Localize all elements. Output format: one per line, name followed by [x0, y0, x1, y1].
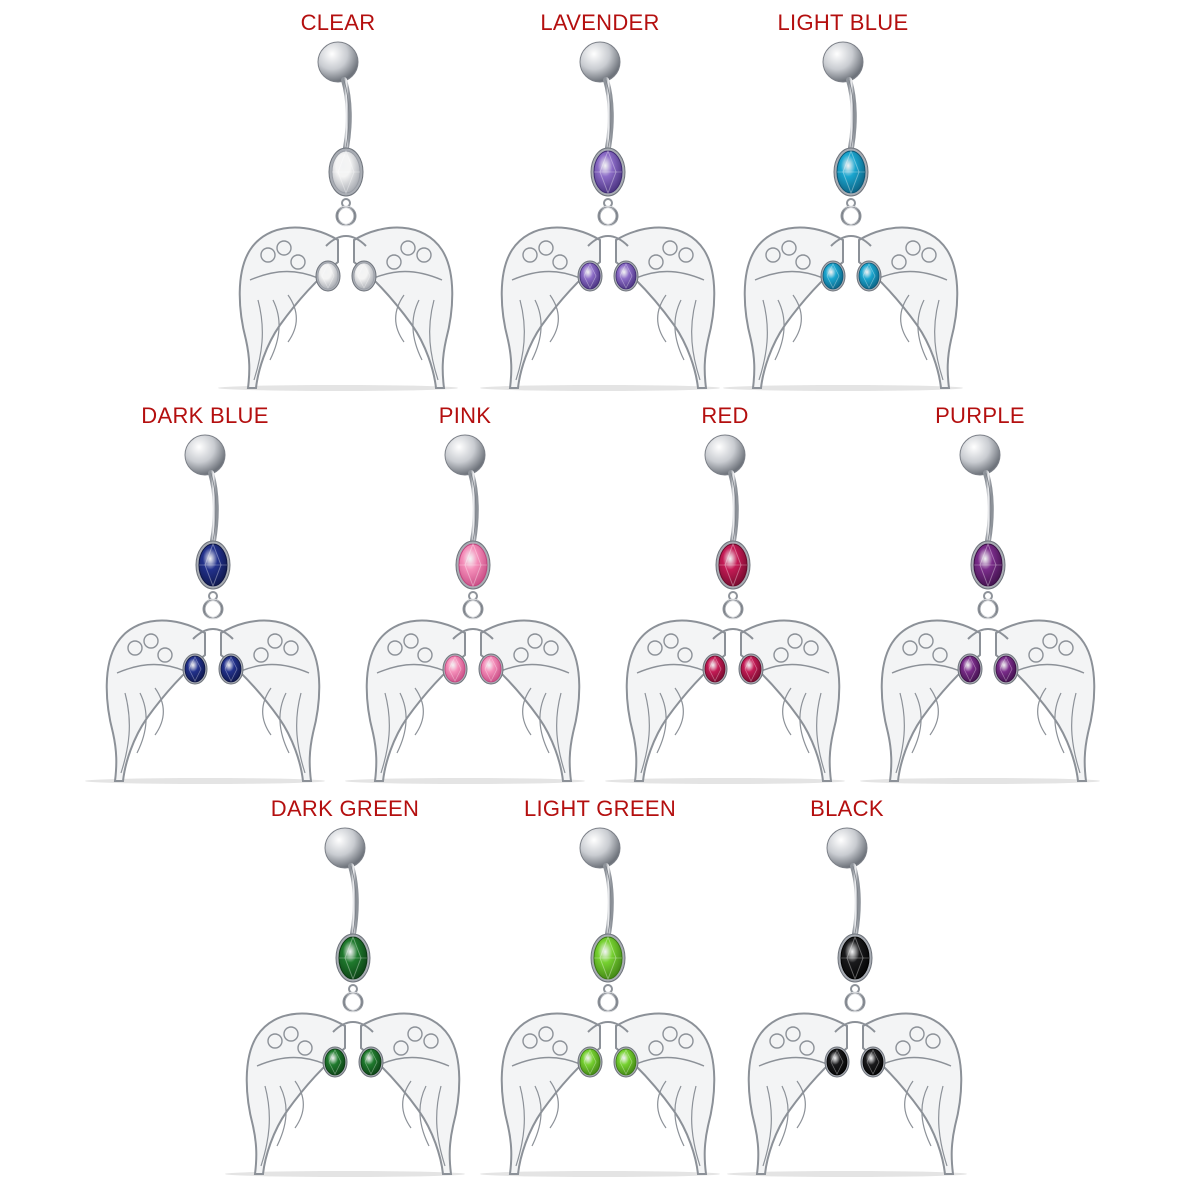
- steel-ball: [704, 434, 746, 476]
- main-gem: [335, 933, 371, 983]
- jewelry-image: [218, 41, 458, 391]
- variant-purple: PURPLE: [830, 393, 1130, 785]
- variant-dark-green: DARK GREEN: [195, 786, 495, 1178]
- variant-pink: PINK: [315, 393, 615, 785]
- jewelry-image: [727, 827, 967, 1177]
- main-gem: [970, 540, 1006, 590]
- accent-gem: [860, 1046, 886, 1078]
- variant-black: BLACK: [697, 786, 997, 1178]
- wings: [238, 226, 454, 389]
- accent-gem: [702, 653, 728, 685]
- accent-gem: [856, 260, 882, 292]
- variant-label: BLACK: [810, 796, 884, 821]
- main-gem: [833, 147, 869, 197]
- accent-gem: [738, 653, 764, 685]
- accent-gem: [613, 1046, 639, 1078]
- variant-lavender: LAVENDER: [450, 0, 750, 392]
- wings: [245, 1012, 461, 1175]
- variant-label: LIGHT BLUE: [777, 10, 909, 35]
- accent-gem: [577, 260, 603, 292]
- jewelry-image: [860, 434, 1100, 784]
- wings: [105, 619, 321, 782]
- wings: [880, 619, 1096, 782]
- accent-gem: [993, 653, 1019, 685]
- steel-ball: [959, 434, 1001, 476]
- jewelry-image: [85, 434, 325, 784]
- accent-gem: [577, 1046, 603, 1078]
- variant-dark-blue: DARK BLUE: [55, 393, 355, 785]
- main-gem: [195, 540, 231, 590]
- accent-gem: [613, 260, 639, 292]
- accent-gem: [351, 260, 377, 292]
- steel-ball: [184, 434, 226, 476]
- variant-light-blue: LIGHT BLUE: [693, 0, 993, 392]
- wings: [500, 226, 716, 389]
- main-gem: [455, 540, 491, 590]
- accent-gem: [218, 653, 244, 685]
- accent-gem: [957, 653, 983, 685]
- jewelry-image: [480, 827, 720, 1177]
- steel-ball: [324, 827, 366, 869]
- wings: [500, 1012, 716, 1175]
- variant-label: DARK BLUE: [141, 403, 269, 428]
- jewelry-image: [480, 41, 720, 391]
- accent-gem: [820, 260, 846, 292]
- variant-label: PURPLE: [935, 403, 1025, 428]
- variant-label: PINK: [438, 403, 492, 428]
- variant-label: LAVENDER: [540, 10, 660, 35]
- wings: [743, 226, 959, 389]
- jewelry-image: [345, 434, 585, 784]
- variant-label: CLEAR: [300, 10, 376, 35]
- accent-gem: [182, 653, 208, 685]
- variant-red: RED: [575, 393, 875, 785]
- accent-gem: [478, 653, 504, 685]
- jewelry-image: [723, 41, 963, 391]
- wings: [625, 619, 841, 782]
- variant-clear: CLEAR: [188, 0, 488, 392]
- variant-light-green: LIGHT GREEN: [450, 786, 750, 1178]
- jewelry-image: [225, 827, 465, 1177]
- main-gem: [590, 933, 626, 983]
- accent-gem: [322, 1046, 348, 1078]
- steel-ball: [826, 827, 868, 869]
- steel-ball: [444, 434, 486, 476]
- steel-ball: [579, 41, 621, 83]
- steel-ball: [317, 41, 359, 83]
- main-gem: [715, 540, 751, 590]
- steel-ball: [822, 41, 864, 83]
- steel-ball: [579, 827, 621, 869]
- main-gem: [590, 147, 626, 197]
- wings: [365, 619, 581, 782]
- wings: [747, 1012, 963, 1175]
- accent-gem: [358, 1046, 384, 1078]
- variant-label: LIGHT GREEN: [523, 796, 677, 821]
- main-gem: [837, 933, 873, 983]
- accent-gem: [315, 260, 341, 292]
- accent-gem: [442, 653, 468, 685]
- variant-label: DARK GREEN: [270, 796, 420, 821]
- variant-label: RED: [701, 403, 749, 428]
- main-gem: [328, 147, 364, 197]
- jewelry-image: [605, 434, 845, 784]
- accent-gem: [824, 1046, 850, 1078]
